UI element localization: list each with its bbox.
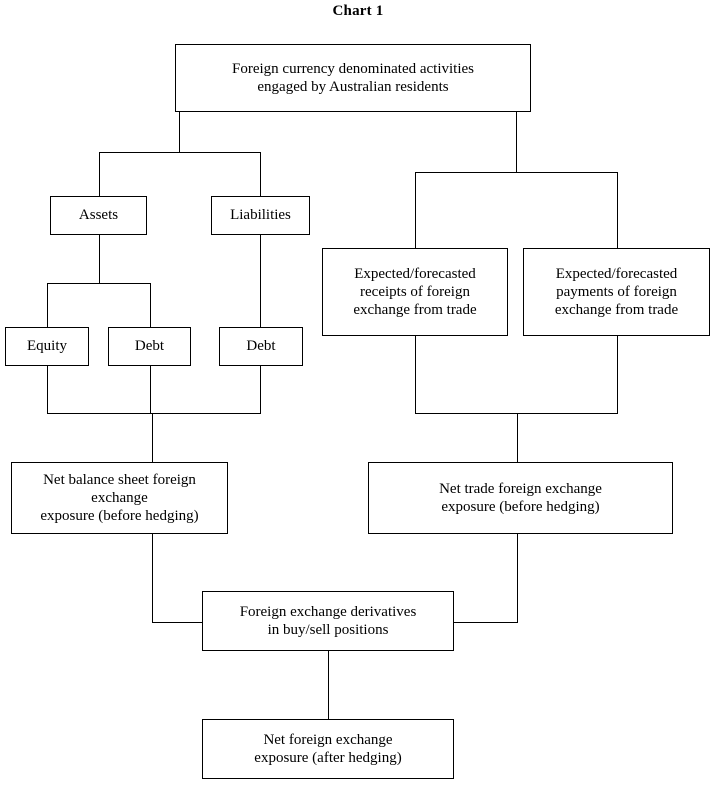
node-liabilities-debt-label: Debt — [246, 338, 276, 355]
trade-merge-bar — [415, 413, 618, 414]
net-trade-down — [517, 534, 518, 622]
liabilities-to-debt — [260, 235, 261, 327]
assets-split-bar — [47, 283, 151, 284]
node-assets-debt: Debt — [108, 327, 191, 366]
split-to-equity — [47, 283, 48, 327]
node-root: Foreign currency denominated activities … — [175, 44, 531, 112]
root-to-left-branch — [179, 112, 180, 152]
liabilities-debt-down — [260, 366, 261, 413]
chart-title: Chart 1 — [332, 3, 384, 19]
node-assets-label: Assets — [78, 207, 119, 224]
branch-to-liabilities — [260, 152, 261, 196]
branch-to-payments — [617, 172, 618, 248]
node-equity: Equity — [5, 327, 89, 366]
node-expected-receipts: Expected/forecasted receipts of foreign … — [322, 248, 508, 336]
net-balance-to-derivatives — [152, 622, 203, 623]
node-net-after-hedging: Net foreign exchange exposure (after hed… — [202, 719, 454, 779]
derivatives-to-final — [328, 651, 329, 719]
balance-merge-bar — [47, 413, 261, 414]
assets-debt-down — [150, 366, 151, 413]
node-expected-payments: Expected/forecasted payments of foreign … — [523, 248, 710, 336]
node-net-balance-sheet-label: Net balance sheet foreign exchange expos… — [40, 471, 199, 525]
merge-to-net-balance — [152, 413, 153, 462]
node-net-trade: Net trade foreign exchange exposure (bef… — [368, 462, 673, 534]
node-expected-receipts-label: Expected/forecasted receipts of foreign … — [353, 265, 477, 319]
node-root-label: Foreign currency denominated activities … — [232, 60, 474, 95]
node-derivatives-label: Foreign exchange derivatives in buy/sell… — [239, 603, 417, 638]
left-branch-bar — [99, 152, 261, 153]
right-branch-bar — [415, 172, 618, 173]
equity-down — [47, 366, 48, 413]
node-net-balance-sheet: Net balance sheet foreign exchange expos… — [11, 462, 228, 534]
node-equity-label: Equity — [27, 338, 67, 355]
split-to-assets-debt — [150, 283, 151, 327]
node-net-trade-label: Net trade foreign exchange exposure (bef… — [439, 480, 602, 515]
node-liabilities: Liabilities — [211, 196, 310, 235]
receipts-down — [415, 336, 416, 413]
node-assets: Assets — [50, 196, 147, 235]
assets-to-split — [99, 235, 100, 283]
payments-down — [617, 336, 618, 413]
node-net-after-hedging-label: Net foreign exchange exposure (after hed… — [254, 731, 402, 766]
node-assets-debt-label: Debt — [134, 338, 165, 355]
node-expected-payments-label: Expected/forecasted payments of foreign … — [554, 265, 679, 319]
node-derivatives: Foreign exchange derivatives in buy/sell… — [202, 591, 454, 651]
node-liabilities-label: Liabilities — [230, 207, 291, 224]
branch-to-receipts — [415, 172, 416, 248]
merge-to-net-trade — [517, 413, 518, 462]
branch-to-assets — [99, 152, 100, 196]
root-to-right-branch — [516, 112, 517, 172]
net-balance-down — [152, 534, 153, 622]
node-liabilities-debt: Debt — [219, 327, 303, 366]
net-trade-to-derivatives — [454, 622, 518, 623]
